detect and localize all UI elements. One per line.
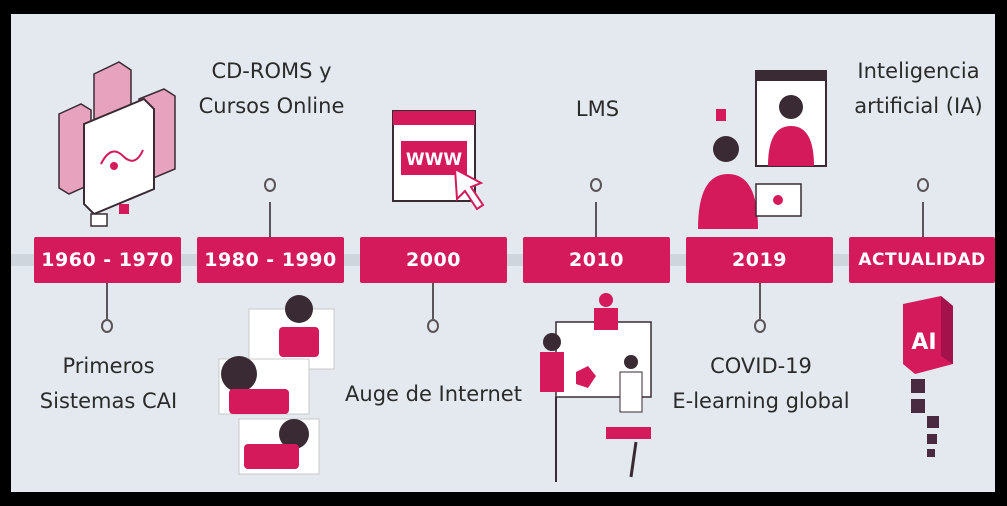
connector-stem	[269, 202, 271, 237]
ai-logo-illustration: AI	[903, 296, 953, 457]
svg-text:WWW: WWW	[406, 150, 463, 170]
connector-stem	[595, 202, 597, 237]
period-label: 2010	[569, 249, 624, 271]
connector-stem	[759, 283, 761, 319]
period-label: ACTUALIDAD	[858, 250, 986, 270]
label-line: COVID-19	[710, 354, 812, 378]
period-label: 1960 - 1970	[41, 249, 174, 271]
milestone-label-1980-1990: CD-ROMS y Cursos Online	[189, 54, 354, 123]
connector-node	[427, 319, 439, 333]
video-call-illustration	[698, 70, 827, 229]
period-badge-2010: 2010	[523, 237, 670, 283]
period-label: 2000	[406, 249, 461, 271]
label-line: Inteligencia	[857, 59, 980, 83]
milestone-label-actualidad: Inteligencia artificial (IA)	[841, 54, 995, 123]
connector-node	[590, 178, 602, 192]
period-label: 2019	[732, 249, 787, 271]
period-badge-actualidad: ACTUALIDAD	[849, 237, 995, 283]
svg-text:AI: AI	[911, 330, 936, 355]
www-browser-illustration: WWW	[392, 110, 485, 211]
period-badge-1960-1970: 1960 - 1970	[34, 237, 181, 283]
label-line: Sistemas CAI	[39, 388, 178, 413]
period-label: 1980 - 1990	[204, 249, 337, 271]
computer-servers-illustration	[58, 61, 176, 227]
milestone-label-2019: COVID-19 E-learning global	[671, 349, 851, 418]
label-line: E-learning global	[672, 388, 850, 413]
connector-stem	[106, 283, 108, 319]
label-line: Primeros	[62, 354, 155, 378]
milestone-label-2010: LMS	[515, 92, 680, 127]
label-line: LMS	[575, 97, 620, 121]
connector-node	[754, 319, 766, 333]
people-reading-illustration	[218, 295, 335, 475]
label-line: artificial (IA)	[854, 93, 983, 118]
connector-stem	[432, 283, 434, 319]
milestone-label-2000: Auge de Internet	[341, 377, 526, 412]
period-badge-1980-1990: 1980 - 1990	[197, 237, 344, 283]
label-line: Cursos Online	[198, 93, 345, 118]
connector-node	[917, 178, 929, 192]
period-badge-2000: 2000	[360, 237, 507, 283]
lms-team-illustration	[540, 293, 652, 482]
connector-node	[101, 319, 113, 333]
timeline-canvas: 1960 - 1970 1980 - 1990 2000 2010 2019 A…	[11, 14, 995, 492]
milestone-label-1960-1970: Primeros Sistemas CAI	[26, 349, 191, 418]
period-badge-2019: 2019	[686, 237, 833, 283]
connector-node	[264, 178, 276, 192]
label-line: Auge de Internet	[345, 382, 522, 406]
label-line: CD-ROMS y	[211, 59, 332, 83]
connector-stem	[922, 202, 924, 237]
